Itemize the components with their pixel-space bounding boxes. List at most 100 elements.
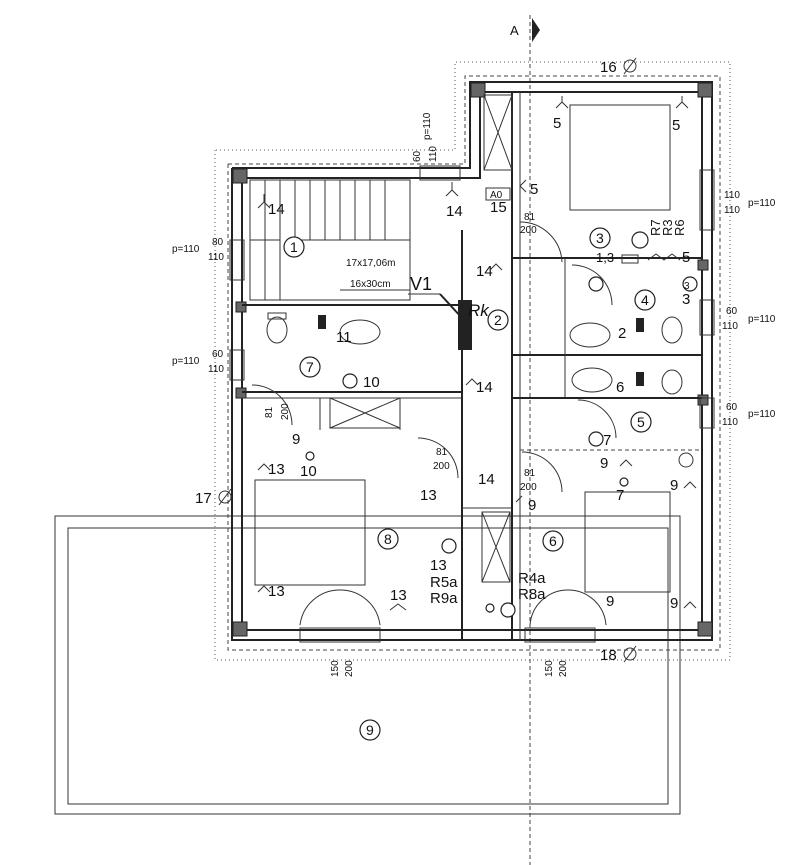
r3-label: R3 — [660, 219, 675, 236]
n5-a: 5 — [530, 181, 538, 198]
room-3: 3 — [596, 230, 604, 246]
room-numbers: 1 2 3 4 5 6 7 8 9 — [283, 227, 656, 741]
room-9: 9 — [366, 722, 374, 738]
n14-c: 14 — [476, 263, 493, 280]
special-markers: V1 Rk 10 7 3 R5a R9a R4a R8a R3 R7 R6 — [305, 219, 698, 618]
r9a-label: R9a — [430, 590, 458, 607]
axis-markers: 1 6 18 17 — [195, 57, 637, 664]
r8a-label: R8a — [518, 586, 546, 603]
n14-b: 14 — [446, 203, 463, 220]
n2: 2 — [618, 325, 626, 342]
r7-label: R7 — [648, 219, 663, 236]
d1-dim2: 200 — [280, 403, 291, 420]
fixture-numbers: 14 14 14 14 14 15 A0 5 5 5 1,3 5 11 2 6 … — [268, 115, 690, 612]
w-left2-dim1: 60 — [212, 349, 224, 360]
room-1: 1 — [290, 239, 298, 255]
n14-a: 14 — [268, 201, 285, 218]
w-top-dim2: 110 — [428, 146, 439, 162]
n13-a: 13 — [268, 461, 285, 478]
r4a-label: R4a — [518, 570, 546, 587]
axis-18: 18 — [600, 647, 617, 664]
n9-c: 9 — [670, 477, 678, 494]
section-line-a: A — [510, 15, 540, 865]
axis-17: 17 — [195, 490, 212, 507]
n9-d: 9 — [528, 497, 536, 514]
window-labels: p=110 60 110 p=110 80 110 p=110 60 110 p… — [172, 112, 776, 428]
stair-spec-line1: 17x17,06m — [346, 258, 395, 269]
w-left1-label: p=110 — [172, 244, 200, 255]
w-right3-label: p=110 — [748, 409, 776, 420]
v1-label: V1 — [410, 274, 432, 294]
d3-dim1: 81 — [524, 212, 536, 223]
section-marker: A — [510, 23, 519, 38]
w-right2-dim2: 110 — [722, 321, 738, 332]
terrace-outline — [54, 515, 681, 815]
n7: 7 — [616, 487, 624, 504]
n13-e: 13 — [430, 557, 447, 574]
dbl-dim1: 150 — [330, 660, 341, 677]
w-left2-label: p=110 — [172, 356, 200, 367]
g10-label: 10 — [363, 374, 380, 391]
room-4: 4 — [641, 292, 649, 308]
w-left1-dim1: 80 — [212, 237, 224, 248]
room-8: 8 — [384, 531, 392, 547]
electrical-symbols — [257, 96, 697, 611]
door-swings — [251, 221, 617, 626]
w-left1-dim2: 110 — [208, 252, 224, 263]
n1-3: 1,3 — [596, 250, 614, 265]
w-right1-label: p=110 — [748, 198, 776, 209]
d1-dim1: 81 — [264, 406, 275, 418]
w-right1-dim2: 110 — [724, 205, 740, 216]
n11: 11 — [336, 329, 352, 346]
w-right2-label: p=110 — [748, 314, 776, 325]
dbr-dim1: 150 — [544, 660, 555, 677]
w-top-dim1: 60 — [412, 150, 423, 162]
beds — [254, 104, 671, 593]
n6: 6 — [616, 379, 624, 396]
d2-dim1: 81 — [436, 447, 448, 458]
dbr-dim2: 200 — [558, 660, 569, 677]
w-right3-dim1: 60 — [726, 402, 738, 413]
w-right3-dim2: 110 — [722, 417, 738, 428]
r5a-label: R5a — [430, 574, 458, 591]
n5-b: 5 — [553, 115, 561, 132]
w-right2-dim1: 60 — [726, 306, 738, 317]
n10: 10 — [300, 463, 317, 480]
d4-dim1: 81 — [524, 468, 536, 479]
rk-label: Rk — [468, 301, 490, 320]
window-markers — [229, 165, 715, 643]
w-left2-dim2: 110 — [208, 364, 224, 375]
staircase: 17x17,06m 16x30cm — [249, 179, 411, 301]
n9-e: 9 — [606, 593, 614, 610]
n3: 3 — [682, 291, 690, 308]
d4-dim2: 200 — [520, 482, 537, 493]
r6-label: R6 — [672, 219, 687, 236]
n13-b: 13 — [420, 487, 437, 504]
n9-f: 9 — [670, 595, 678, 612]
n5-c: 5 — [672, 117, 680, 134]
interior-walls — [242, 92, 702, 640]
door-labels: 81 200 81 200 81 200 81 200 150 200 150 … — [264, 212, 569, 677]
d2-dim2: 200 — [433, 461, 450, 472]
stair-spec-line2: 16x30cm — [350, 279, 391, 290]
a0-label: A0 — [490, 190, 503, 201]
d3-dim2: 200 — [520, 225, 537, 236]
n14-d: 14 — [476, 379, 493, 396]
b3-label: 3 — [684, 281, 690, 292]
n9-b: 9 — [600, 455, 608, 472]
w-right1-dim1: 110 — [724, 190, 740, 201]
n14-e: 14 — [478, 471, 495, 488]
n15: 15 — [490, 199, 507, 216]
w-top-label: p=110 — [422, 112, 433, 140]
n9-a: 9 — [292, 431, 300, 448]
g7-label: 7 — [603, 432, 611, 449]
room-6: 6 — [549, 533, 557, 549]
n13-c: 13 — [268, 583, 285, 600]
n13-d: 13 — [390, 587, 407, 604]
ventilation-shafts — [481, 94, 513, 583]
axis-lines — [214, 61, 731, 661]
bathroom-fixtures — [266, 312, 694, 468]
room-2: 2 — [494, 312, 502, 328]
dbl-dim2: 200 — [344, 660, 355, 677]
